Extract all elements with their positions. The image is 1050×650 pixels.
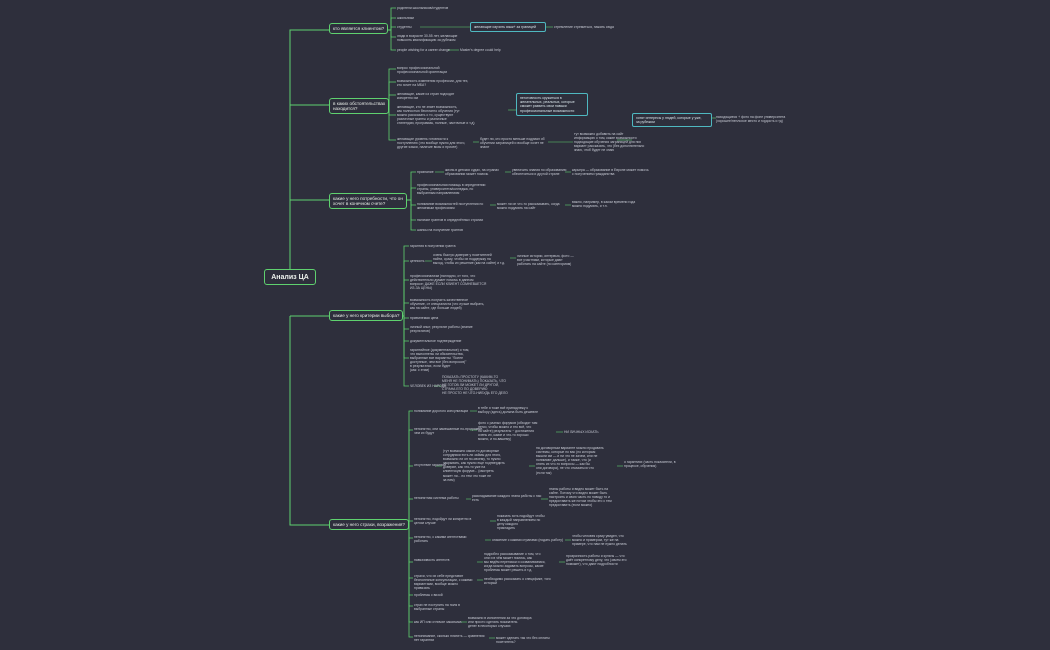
node-agency-intrusiveness: навязчивость агентств	[414, 558, 450, 562]
node-career-change: people wishing for a career change	[397, 48, 450, 52]
node-personal-experience: личный опыт, результат работы (знание ре…	[410, 325, 473, 334]
branch-needs[interactable]: какие у него потребности, что он хочет в…	[329, 193, 407, 210]
node-grant-chances: шансы на получение грантов	[417, 228, 463, 232]
connector-line	[403, 465, 413, 526]
connector-line	[289, 29, 329, 278]
node-contract-employees: (тут возможно какое-то договорные сотруд…	[443, 449, 505, 482]
box-language-abroad[interactable]: желающие изучить язык+ за границей	[470, 22, 546, 33]
node-aspiration: стремление стремиться, нажать сюда	[554, 25, 614, 29]
node-readiness: желающие уровень готовности к поступлени…	[397, 137, 466, 150]
connector-line	[403, 524, 413, 638]
connector-line	[403, 524, 413, 607]
node-unclear-program: непонятно, они замешанные по-программе, …	[414, 427, 484, 436]
node-admission-possibilities: понимание возможностей поступления по же…	[417, 202, 484, 211]
node-professionalism: профессионализм (наглядно, от того, что …	[410, 274, 487, 291]
connector-line	[403, 524, 413, 563]
connector-line	[398, 260, 409, 317]
node-stages-explained: раскладывание каждого этапа работы с нас…	[472, 494, 542, 503]
node-acceptable-price: приемлемая цена	[410, 316, 439, 320]
node-specifics: необходимо рассказать о специфике, того …	[484, 577, 551, 586]
node-increase-knowledge: увеличить знания по образованию обеспечи…	[512, 168, 567, 177]
node-useless-consult: страхи, что их себе представят бесполезн…	[414, 574, 473, 591]
root-node[interactable]: Анализ ЦА	[264, 269, 316, 285]
box-skills-development[interactable]: неготовность кружиться в желательных, ре…	[516, 93, 588, 116]
node-contract-variant: на договорным варианте можно продавать с…	[536, 446, 604, 475]
node-masters-degree: Master's degree could help	[460, 48, 501, 52]
node-parents: родители школьников/студентов	[397, 6, 449, 10]
node-see-example: чтобы человек сразу увидел, что можно и …	[572, 534, 627, 547]
node-career-citizenship: карьера — образование в Европе может пом…	[572, 168, 649, 177]
node-unclear-system: непонятная система работы	[414, 496, 459, 500]
node-contract-execution: возможно в исполнении за что договора ил…	[468, 616, 532, 629]
node-expensive-consult: понимание дорогого консультации	[414, 409, 469, 413]
branch-circumstances[interactable]: в каких обстоятельствах находится?	[329, 98, 390, 115]
node-how-much-pay: непонимание, сколько платить — сравнения…	[414, 634, 485, 643]
node-mba: возможность изменения профессии, для тех…	[397, 79, 469, 88]
node-free-education: желающие, кто не знает возможность, как …	[397, 105, 475, 126]
node-photo-university: находящиеся + фото на фоне университета …	[716, 115, 786, 124]
connector-line	[403, 410, 413, 526]
node-students: студенты	[397, 25, 412, 29]
node-about-guarantees: о гарантиях (часть показатели, в процесс…	[624, 460, 676, 469]
node-adults-30-55: люди в возрасте 30-55 лет, желающие повы…	[397, 34, 458, 43]
node-will-it-fit: непонятно, подойдут ли конкретно в целом…	[414, 517, 472, 526]
connector-line	[405, 199, 416, 231]
node-site-info: тут возможно добавить на сайт информацию…	[574, 132, 645, 153]
node-trust-quickly: очень быстро доверие у посетителей найти…	[433, 253, 506, 266]
node-which-agencies: непонятно, с какими агентствами работать	[414, 535, 467, 544]
node-season: важно, например, в каком времени года мо…	[572, 200, 636, 209]
connector-line	[398, 315, 409, 359]
connector-line	[403, 429, 413, 526]
node-stages-video: этапы работы и видео может быть на сайте…	[549, 487, 612, 508]
node-guarantee-obligations: гарантийное (документальное) о том, что …	[410, 348, 470, 373]
node-never-thought: будет ли, кто просто меньше подумал об о…	[480, 137, 545, 150]
node-without-payment: может сделать так что без оплаты посетит…	[496, 636, 550, 645]
node-quality-education: возможность получить качественное обучен…	[410, 298, 485, 311]
connector-line	[403, 524, 413, 596]
connector-line	[403, 524, 413, 579]
node-grants-countries: наличие грантов в определённых странах	[417, 218, 484, 222]
node-which-countries: желающие, какие из стран подходят конкре…	[397, 92, 455, 101]
node-documentary-proof: документальное подтверждение	[410, 339, 462, 343]
node-cheaper: в тебе я тоже всё принадлежу к выбору (з…	[478, 406, 538, 415]
connector-line	[398, 315, 409, 387]
node-person-of-people: ЧЕЛОВЕК ИЗ НАРОДА	[410, 384, 447, 388]
node-transparency: прозрачность работы и культы — что даёт …	[566, 554, 627, 567]
node-personal-stories: личные истории, интервью, фото — все уча…	[517, 254, 574, 267]
box-interests-abroad[interactable]: хотят интересы у людей, которые у уже, з…	[632, 113, 712, 128]
node-prof-orientation: вопрос профессиональной профессиональной…	[397, 66, 448, 75]
connector-line	[289, 316, 329, 526]
node-fail-admission: страх не поступить на поля в выбранные с…	[414, 603, 460, 612]
node-detailed-story: подробно рассказывание о том, что они и …	[484, 552, 546, 573]
node-show-fit: показать хоть подойдут чтобы в каждый на…	[497, 514, 545, 531]
node-value: ценность	[410, 259, 425, 263]
node-prof-help: профессиональная помощь в определении ст…	[417, 183, 486, 196]
node-life-abroad: жизнь в детских судах, на странах образо…	[445, 168, 499, 177]
node-no-guarantees: отсутствие гарантий	[414, 463, 447, 467]
branch-fears-objections[interactable]: какие у него страхи, возражения?	[329, 519, 409, 531]
node-tell-on-site: может ли он что-то рассказывать, когда м…	[497, 202, 560, 211]
branch-who-is-client[interactable]: кто является клиентом?	[329, 23, 389, 35]
node-countries-concern: опасение с какими странами (подать работ…	[492, 538, 564, 542]
node-visa-problems: проблемы с визой	[414, 593, 443, 597]
node-schoolchildren: школьники	[397, 16, 414, 20]
branch-selection-criteria[interactable]: какие у него критерии выбора?	[329, 310, 404, 322]
node-forum-photos: фото с разных форумов (обходят там легко…	[478, 421, 538, 442]
node-show-simplicity: ПОКАЗАТЬ ПРОСТОТУ (КАКИМ-ТО МЕНЯ НЕ ПОНИ…	[442, 375, 508, 396]
node-no-personal: НИ ЛИЧНЫХ ИСКАТЬ	[564, 430, 599, 434]
node-ip-difference: как ИП или отличие заказчика	[414, 620, 462, 624]
connector-line	[398, 245, 409, 317]
connector-line	[403, 524, 413, 623]
node-grant-guarantee: гарантия в получении гранта	[410, 244, 456, 248]
node-recognition: признание	[417, 170, 434, 174]
